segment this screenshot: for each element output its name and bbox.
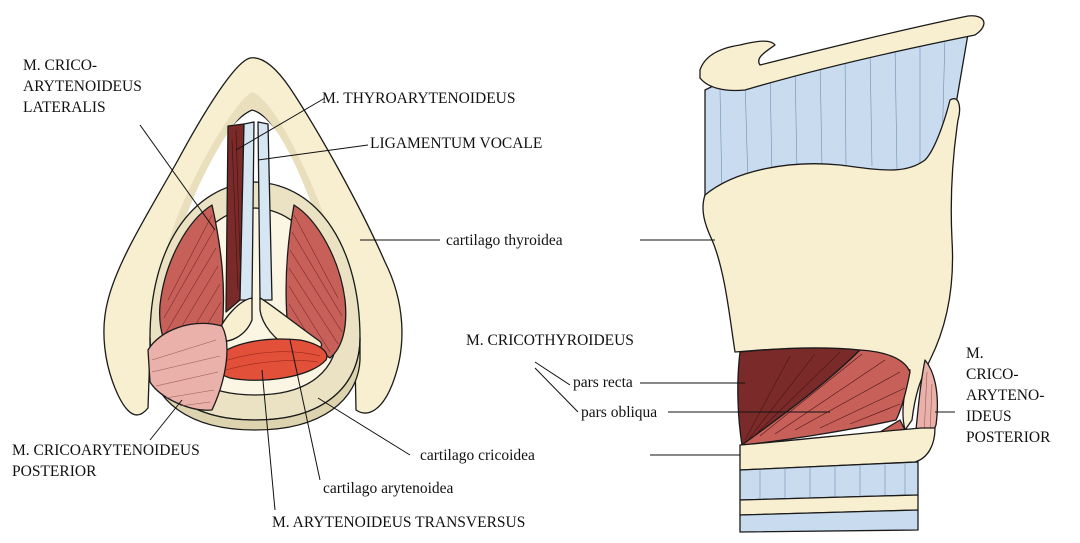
label-thyroarytenoideus: M. THYROARYTENOIDEUS: [322, 88, 515, 109]
leader-crico-posterior-left: [150, 400, 182, 440]
leader-cricothyroideus-recta: [535, 362, 745, 385]
label-cartilago-thyroidea: cartilago thyroidea: [446, 230, 563, 251]
label-pars-obliqua: pars obliqua: [581, 402, 657, 423]
label-cricoarytenoideus-posterior-left: M. CRICOARYTENOIDEUS POSTERIOR: [12, 440, 200, 482]
label-cricoarytenoideus-posterior-right: M. CRICO- ARYTENO- IDEUS POSTERIOR: [966, 343, 1050, 448]
superior-view: [104, 58, 402, 430]
label-pars-recta: pars recta: [573, 372, 633, 393]
label-cartilago-arytenoidea: cartilago arytenoidea: [323, 478, 453, 499]
label-ligamentum-vocale: LIGAMENTUM VOCALE: [370, 133, 542, 154]
lateral-view: [700, 16, 984, 532]
label-arytenoideus-transversus: M. ARYTENOIDEUS TRANSVERSUS: [272, 512, 525, 533]
label-cricothyroideus: M. CRICOTHYROIDEUS: [466, 330, 634, 351]
cricoarytenoideus-posterior-muscle: [148, 323, 227, 410]
label-cartilago-cricoidea: cartilago cricoidea: [420, 445, 535, 466]
label-crico-lateralis: M. CRICO- ARYTENOIDEUS LATERALIS: [23, 55, 142, 118]
vocal-ligament-right: [258, 122, 272, 300]
